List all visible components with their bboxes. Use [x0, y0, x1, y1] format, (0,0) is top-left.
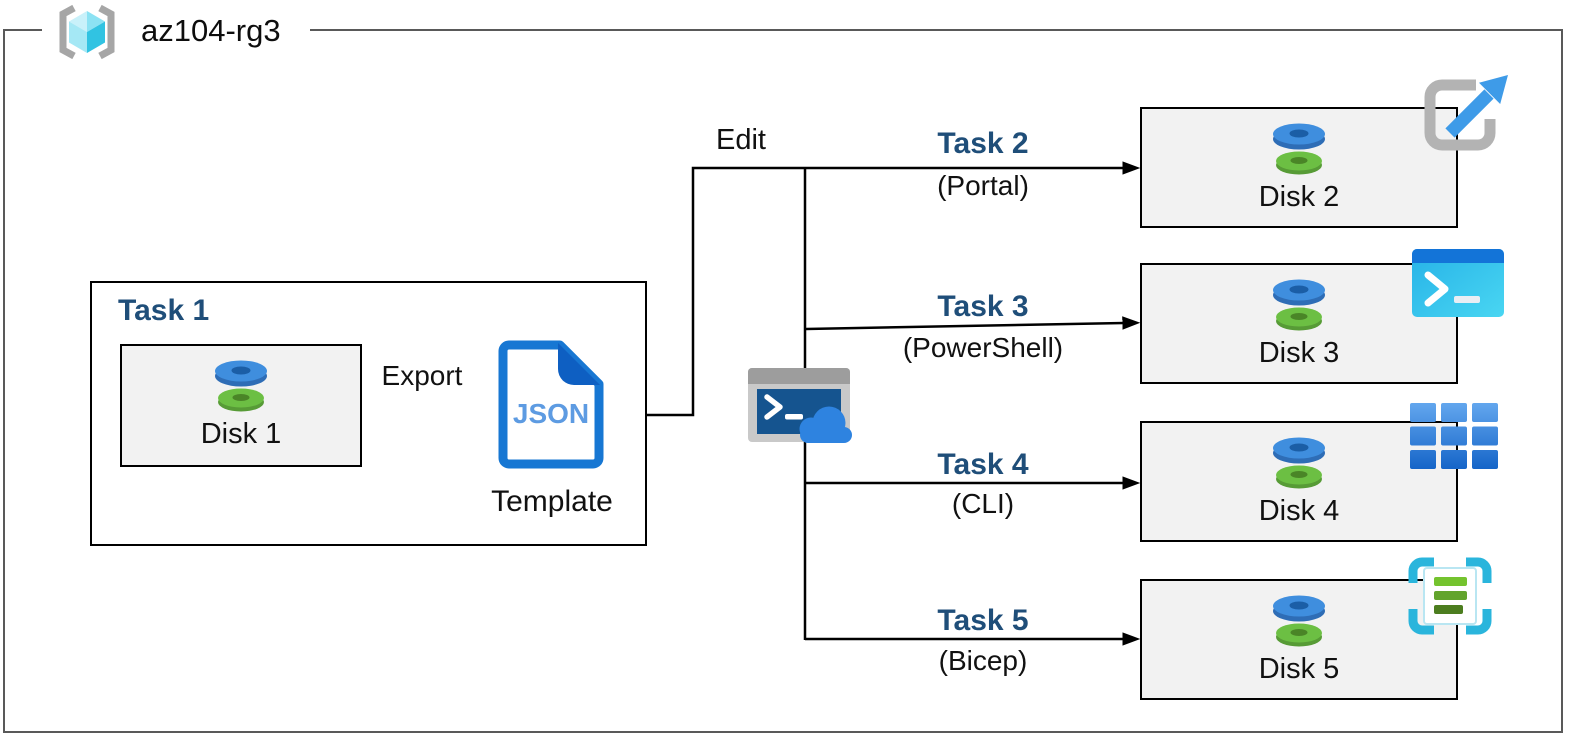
edit-task2-arrow — [647, 161, 1141, 417]
edit-label: Edit — [716, 124, 766, 156]
cli-grid-icon — [1410, 403, 1498, 469]
task1-title: Task 1 — [118, 294, 210, 327]
disk3-label: Disk 3 — [1258, 337, 1340, 369]
export-label: Export — [381, 360, 463, 391]
task5-method: (Bicep) — [938, 645, 1028, 676]
managed-disk-icon — [1273, 437, 1325, 489]
task3-method: (PowerShell) — [902, 332, 1064, 363]
managed-disk-icon — [1273, 123, 1325, 175]
managed-disk-icon — [215, 360, 267, 412]
cube-brackets-resource-group-icon — [59, 4, 115, 60]
disk1-label: Disk 1 — [200, 418, 282, 450]
task2-method: (Portal) — [937, 170, 1029, 201]
task3-arrow — [805, 316, 1141, 331]
resource-group-name: az104-rg3 — [141, 13, 281, 48]
task3-label: Task 3 — [937, 290, 1029, 323]
powershell-icon — [1412, 249, 1504, 317]
portal-launch-icon — [1424, 75, 1508, 151]
task5-label: Task 5 — [937, 604, 1029, 637]
disk1-box: Disk 1 — [120, 344, 362, 467]
disk2-box: Disk 2 — [1140, 107, 1458, 228]
cloud-shell-terminal-icon — [748, 368, 852, 443]
task4-method: (CLI) — [951, 488, 1015, 519]
disk5-box: Disk 5 — [1140, 579, 1458, 700]
task2-label: Task 2 — [937, 127, 1029, 160]
resource-group-border — [3, 29, 1563, 733]
json-document-icon: JSON — [498, 340, 604, 469]
managed-disk-icon — [1273, 279, 1325, 331]
disk4-box: Disk 4 — [1140, 421, 1458, 542]
task4-label: Task 4 — [937, 448, 1029, 481]
json-doc-text: JSON — [513, 398, 589, 429]
resource-group-title-gap — [42, 26, 310, 35]
disk3-box: Disk 3 — [1140, 263, 1458, 384]
bicep-icon — [1408, 557, 1492, 635]
template-caption: Template — [491, 485, 613, 518]
disk5-label: Disk 5 — [1258, 653, 1340, 685]
managed-disk-icon — [1273, 595, 1325, 647]
disk2-label: Disk 2 — [1258, 181, 1340, 213]
disk4-label: Disk 4 — [1258, 495, 1340, 527]
